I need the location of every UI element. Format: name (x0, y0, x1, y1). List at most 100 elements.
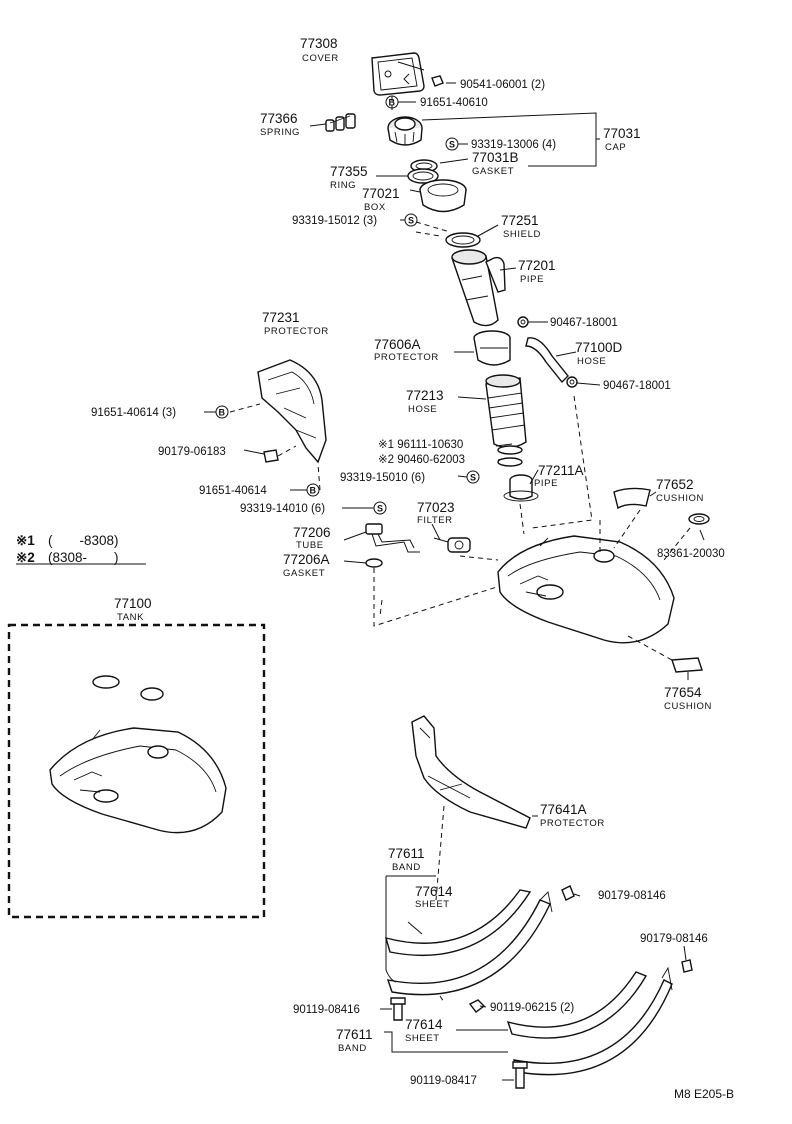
fastener-number: 93319-15012 (3) (292, 215, 377, 227)
hose-clip-illustration (566, 376, 578, 388)
fastener-number: 93319-15010 (6) (340, 472, 425, 484)
clip-illustration (263, 449, 279, 463)
hose-clamp-illustration (497, 445, 523, 467)
part-name: SHEET (415, 899, 450, 910)
fastener-number: 90541-06001 (2) (460, 79, 545, 91)
fastener-number: 90467-18001 (550, 317, 618, 329)
part-number: 77213 (406, 388, 444, 403)
fastener-number: 93319-13006 (4) (471, 139, 556, 151)
part-number: 77031B (472, 150, 519, 165)
bolt-badge-icon: B (215, 405, 229, 419)
fastener-number: 93319-14010 (6) (240, 503, 325, 515)
part-name: GASKET (472, 166, 514, 177)
band-lower-illustration (506, 966, 673, 1076)
part-number: 77100D (575, 340, 623, 355)
part-number: 77652 (656, 477, 694, 492)
part-name: GASKET (283, 568, 325, 579)
band-upper-illustration (384, 889, 553, 996)
tank-illustration (49, 675, 227, 834)
tube-illustration (365, 523, 420, 553)
screw-badge-icon: S (373, 501, 387, 515)
legend-mark: ※2 (16, 550, 35, 565)
part-name: HOSE (577, 356, 606, 367)
bolt-badge-icon: B (306, 483, 320, 497)
part-name: FILTER (417, 515, 453, 526)
part-number: 77654 (664, 685, 702, 700)
tank-box (7, 623, 266, 919)
part-number: 77308 (300, 36, 338, 51)
bolt-illustration (390, 997, 406, 1021)
svg-text:S: S (408, 216, 414, 226)
part-name: BOX (364, 202, 386, 213)
cushion-illustration (671, 657, 703, 673)
dashed-assembly-lines (229, 96, 691, 1003)
part-name: TUBE (296, 540, 324, 551)
spring-illustration (325, 113, 356, 132)
part-name: PROTECTOR (374, 352, 439, 363)
svg-text:S: S (449, 140, 455, 150)
svg-text:B: B (389, 98, 396, 108)
cushion-illustration (613, 487, 651, 510)
gasket-illustration (365, 558, 383, 568)
part-name: SHEET (405, 1033, 440, 1044)
part-number: 77366 (260, 111, 298, 126)
screw-badge-icon: S (404, 213, 418, 227)
part-name: PIPE (520, 274, 544, 285)
fastener-number: 90119-08417 (410, 1075, 477, 1087)
part-number: 77211A (538, 463, 584, 478)
clip-illustration (681, 959, 693, 973)
reference-code: M8 E205-B (674, 1087, 734, 1101)
part-name: TANK (117, 612, 144, 623)
part-name: SHIELD (503, 229, 541, 240)
part-number: 77355 (330, 164, 368, 179)
part-number: 77021 (362, 186, 400, 201)
part-number: 77251 (501, 213, 539, 228)
leader-lines (16, 61, 705, 1081)
fastener-number: 91651-40610 (420, 97, 488, 109)
part-name: COVER (302, 53, 339, 64)
fastener-number: 90179-06183 (158, 446, 226, 458)
filler-pipe-illustration (451, 249, 506, 327)
part-name: PROTECTOR (264, 326, 329, 337)
part-number: 77100 (114, 596, 152, 611)
lower-pipe-illustration (503, 474, 539, 502)
fastener-number: 90467-18001 (603, 380, 671, 392)
part-number: 77206A (283, 552, 330, 567)
fastener-number: 90179-08146 (598, 890, 666, 902)
fastener-number: 90179-08146 (640, 933, 708, 945)
part-name: BAND (338, 1043, 367, 1054)
part-labels: 77308 COVER 77366 SPRING 77031 CAP 77031… (114, 36, 711, 1054)
clip-illustration (561, 885, 575, 901)
part-number: 77206 (293, 525, 331, 540)
clip-illustration (431, 75, 444, 87)
svg-text:S: S (377, 504, 383, 514)
part-number: 77641A (540, 802, 587, 817)
part-name: BAND (392, 862, 421, 873)
fastener-number: 83361-20030 (657, 548, 725, 560)
legend: ※1 ( -8308) ※2 (8308- ) (16, 533, 119, 565)
fastener-number: ※1 96111-10630 (378, 439, 463, 451)
filter-illustration (433, 537, 471, 553)
part-name: CAP (605, 142, 626, 153)
screw-badge-icon: S (466, 470, 480, 484)
part-name: CUSHION (656, 493, 704, 504)
part-name: HOSE (408, 404, 437, 415)
part-number: 77611 (336, 1027, 373, 1042)
part-name: PROTECTOR (540, 818, 605, 829)
part-number: 77614 (405, 1017, 443, 1032)
legend-range: (8308- ) (48, 550, 119, 565)
vent-hose-illustration (525, 337, 569, 384)
legend-range: ( -8308) (48, 533, 119, 548)
part-number: 77231 (262, 310, 300, 325)
hose-illustration (485, 374, 527, 449)
fastener-number: 90119-08416 (293, 1004, 360, 1016)
screw-badge-icon: S (445, 137, 459, 151)
grommet-illustration (688, 513, 710, 525)
part-number: 77611 (388, 846, 425, 861)
fastener-number: 91651-40614 (3) (91, 407, 176, 419)
tank-installed-illustration (497, 535, 675, 644)
hose-clip-illustration (517, 316, 529, 328)
svg-text:B: B (310, 486, 317, 496)
fastener-labels: 90541-06001 (2) 91651-40610 93319-13006 … (91, 79, 725, 1087)
